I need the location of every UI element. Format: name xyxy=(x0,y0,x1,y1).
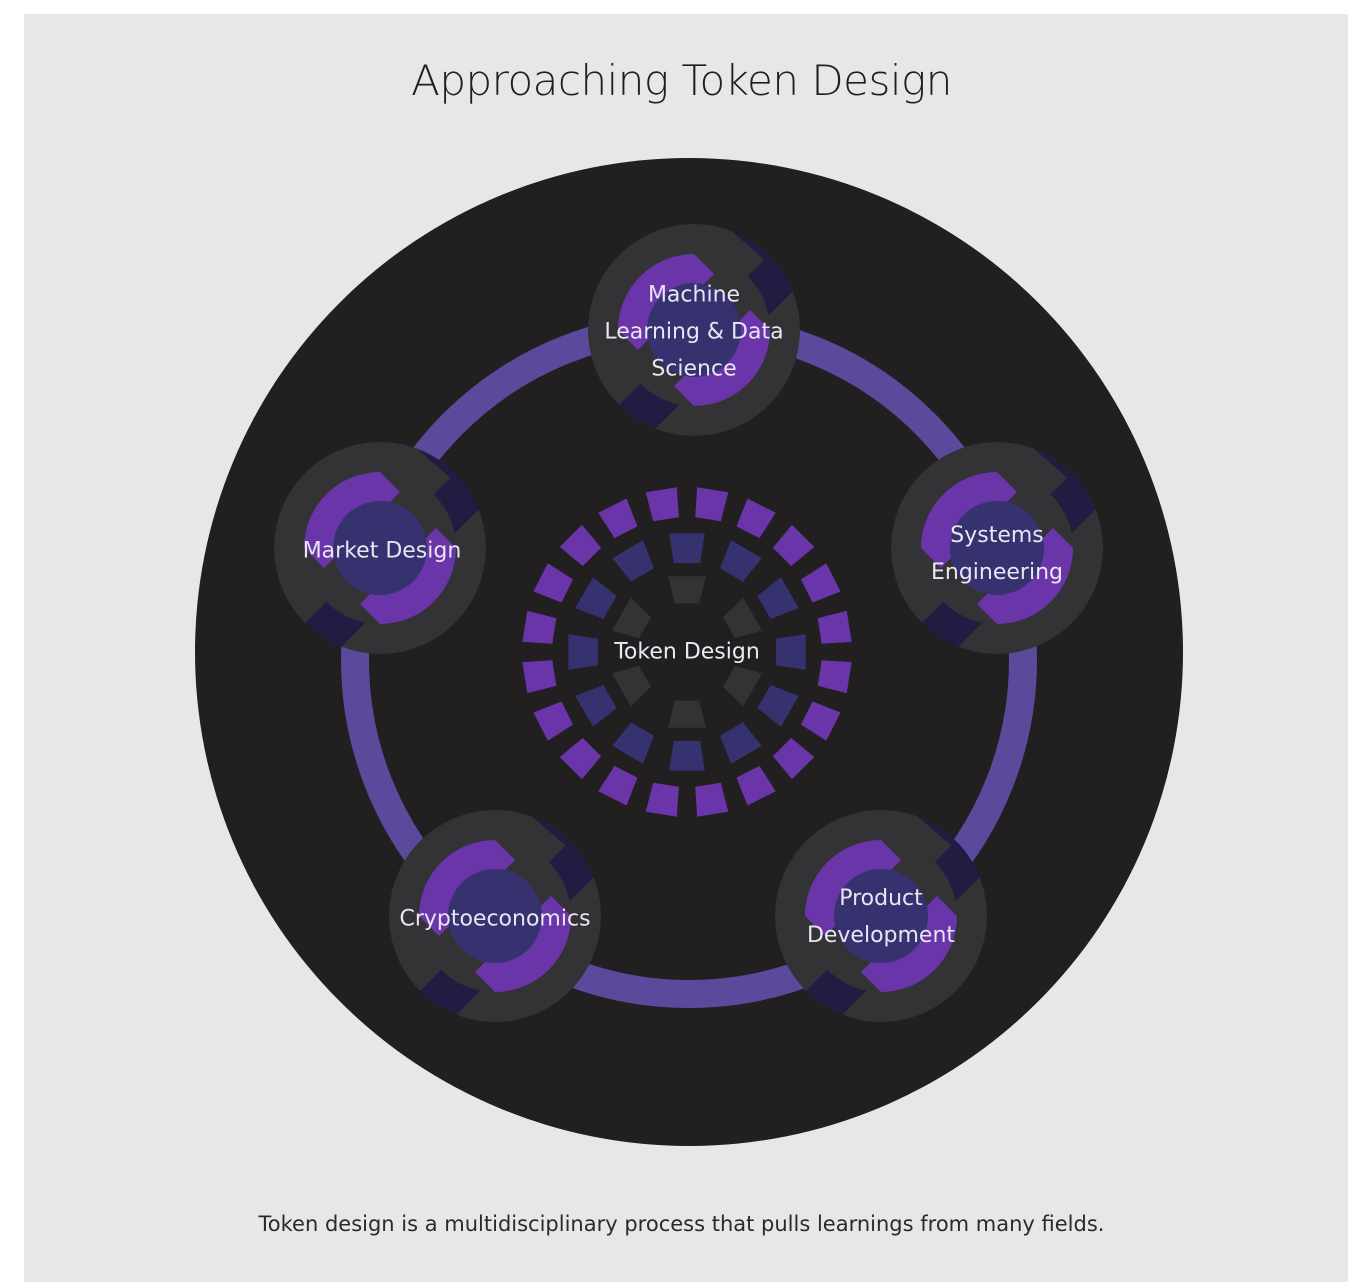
outer-tick xyxy=(645,782,679,817)
outer-tick xyxy=(533,701,574,741)
outer-tick xyxy=(598,765,638,806)
outer-tick xyxy=(598,498,638,539)
node-core xyxy=(333,501,427,595)
node-label-systems-engineering: Systems Engineering xyxy=(931,523,1063,585)
inner-tick xyxy=(668,700,706,728)
center-burst xyxy=(522,487,852,817)
inner-tick xyxy=(612,597,651,639)
caption: Token design is a multidisciplinary proc… xyxy=(258,1212,1105,1236)
middle-tick xyxy=(612,722,654,764)
outer-tick xyxy=(800,563,841,603)
inner-tick xyxy=(723,597,762,639)
middle-tick xyxy=(669,533,705,563)
inner-tick xyxy=(668,576,706,604)
middle-tick xyxy=(720,722,762,764)
inner-tick xyxy=(723,665,762,707)
middle-tick xyxy=(568,634,598,670)
outer-tick xyxy=(522,610,557,644)
outer-tick xyxy=(522,660,557,694)
outer-tick xyxy=(559,524,602,567)
middle-tick xyxy=(575,685,617,727)
middle-tick xyxy=(669,741,705,771)
outer-tick xyxy=(559,737,602,780)
node-label-cryptoeconomics: Cryptoeconomics xyxy=(399,906,591,932)
middle-tick xyxy=(757,577,799,619)
middle-tick xyxy=(720,540,762,582)
node-label-product-development: Product Development xyxy=(806,886,956,948)
node-core xyxy=(950,501,1044,595)
middle-tick xyxy=(757,685,799,727)
middle-tick xyxy=(612,540,654,582)
outer-tick xyxy=(772,737,815,780)
middle-tick xyxy=(776,634,806,670)
inner-tick xyxy=(612,665,651,707)
node-core xyxy=(448,869,542,963)
page-title: Approaching Token Design xyxy=(411,56,952,105)
center-label: Token Design xyxy=(614,639,760,665)
outer-tick xyxy=(817,610,852,644)
outer-tick xyxy=(736,498,776,539)
outer-tick xyxy=(695,487,729,522)
outer-tick xyxy=(817,660,852,694)
outer-tick xyxy=(736,765,776,806)
node-label-market-design: Market Design xyxy=(302,538,462,564)
node-core xyxy=(647,283,741,377)
middle-tick xyxy=(575,577,617,619)
outer-tick xyxy=(695,782,729,817)
node-core xyxy=(834,869,928,963)
node-label-machine-learning: Machine Learning & Data Science xyxy=(604,282,784,382)
outer-tick xyxy=(800,701,841,741)
outer-tick xyxy=(645,487,679,522)
outer-tick xyxy=(772,524,815,567)
outer-tick xyxy=(533,563,574,603)
